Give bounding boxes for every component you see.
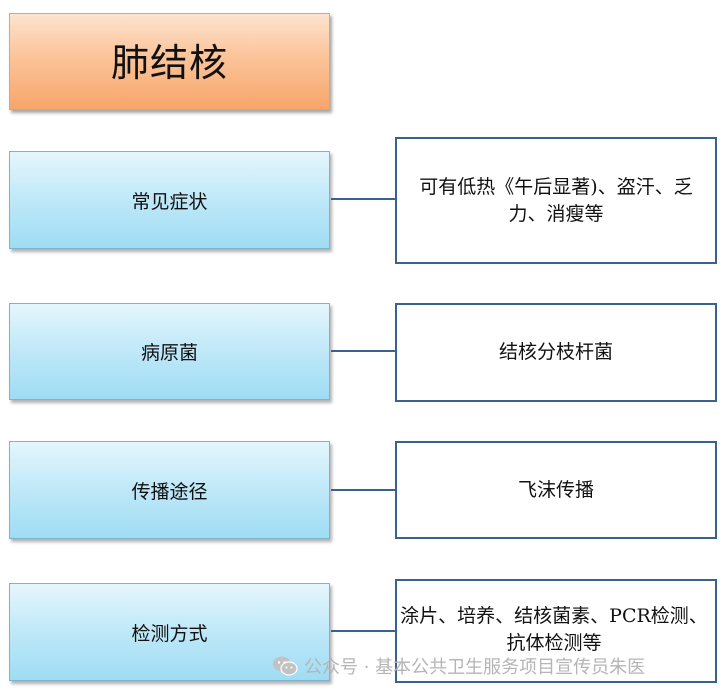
value-box-pathogen: 结核分枝杆菌 <box>395 303 717 402</box>
watermark: 公众号 · 基本公共卫生服务项目宣传员朱医 <box>272 652 645 680</box>
value-transmission: 飞沫传播 <box>517 478 594 501</box>
label-transmission: 传播途径 <box>131 480 208 503</box>
value-symptoms: 可有低热《午后显著)、盗汗、乏力、消瘦等 <box>419 175 693 225</box>
connector-line-detection <box>331 630 395 632</box>
label-pathogen: 病原菌 <box>140 342 198 364</box>
value-detection: 涂片、培养、结核菌素、PCR检测、抗体检测等 <box>400 605 708 654</box>
label-box-pathogen: 病原菌 <box>9 303 330 400</box>
label-box-transmission: 传播途径 <box>9 441 330 539</box>
wechat-icon <box>273 656 298 676</box>
label-box-detection: 检测方式 <box>9 583 330 681</box>
title-box: 肺结核 <box>9 13 330 110</box>
label-symptoms: 常见症状 <box>131 190 208 213</box>
connector-line-symptoms <box>331 198 395 200</box>
connector-line-pathogen <box>331 350 395 352</box>
connector-line-transmission <box>331 489 395 491</box>
value-box-detection: 涂片、培养、结核菌素、PCR检测、抗体检测等 <box>395 579 717 683</box>
value-pathogen: 结核分枝杆菌 <box>498 341 613 363</box>
watermark-text: 公众号 · 基本公共卫生服务项目宣传员朱医 <box>304 657 646 678</box>
label-box-symptoms: 常见症状 <box>9 151 330 249</box>
label-detection: 检测方式 <box>131 622 208 645</box>
diagram-title: 肺结核 <box>110 41 228 85</box>
value-box-transmission: 飞沫传播 <box>395 441 717 539</box>
value-box-symptoms: 可有低热《午后显著)、盗汗、乏力、消瘦等 <box>395 137 717 264</box>
